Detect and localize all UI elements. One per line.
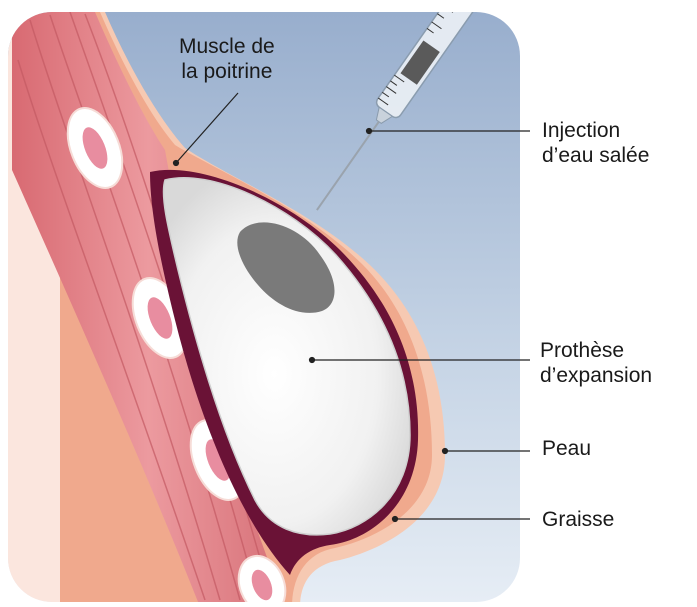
- label-muscle-line1: Muscle de: [179, 34, 275, 59]
- label-injection: Injection d’eau salée: [542, 118, 649, 168]
- label-injection-line1: Injection: [542, 118, 649, 143]
- label-graisse: Graisse: [542, 507, 614, 532]
- label-peau-text: Peau: [542, 436, 591, 461]
- label-prothese: Prothèse d’expansion: [540, 338, 652, 388]
- label-prothese-line2: d’expansion: [540, 363, 652, 388]
- label-injection-line2: d’eau salée: [542, 143, 649, 168]
- label-muscle-line2: la poitrine: [179, 59, 275, 84]
- label-prothese-line1: Prothèse: [540, 338, 652, 363]
- label-peau: Peau: [542, 436, 591, 461]
- label-muscle: Muscle de la poitrine: [179, 34, 275, 84]
- label-graisse-text: Graisse: [542, 507, 614, 532]
